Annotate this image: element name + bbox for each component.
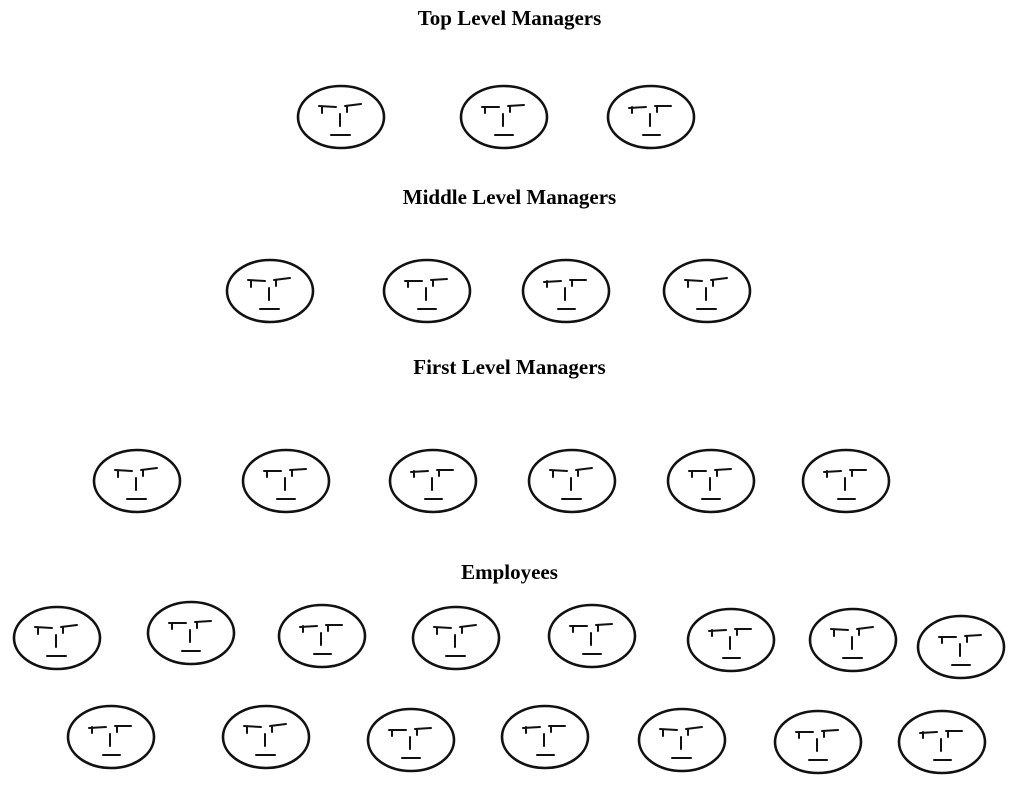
face-icon [686, 607, 776, 673]
title-middle-level-managers: Middle Level Managers [402, 185, 617, 209]
face-icon [606, 84, 696, 150]
face-icon [296, 84, 386, 150]
face-icon [500, 704, 590, 770]
face-icon [637, 707, 727, 773]
face-icon [897, 709, 987, 775]
face-icon [382, 258, 472, 324]
face-icon [773, 709, 863, 775]
face-icon [801, 448, 891, 514]
face-icon [66, 704, 156, 770]
face-icon [662, 258, 752, 324]
face-icon [225, 258, 315, 324]
face-icon [12, 605, 102, 671]
face-icon [916, 614, 1006, 680]
title-first-level-managers: First Level Managers [413, 355, 606, 379]
face-icon [92, 448, 182, 514]
face-icon [527, 448, 617, 514]
face-icon [808, 607, 898, 673]
face-icon [521, 258, 611, 324]
face-icon [666, 448, 756, 514]
face-icon [388, 448, 478, 514]
face-icon [146, 600, 236, 666]
face-icon [277, 603, 367, 669]
face-icon [547, 603, 637, 669]
face-icon [221, 704, 311, 770]
face-icon [411, 605, 501, 671]
face-icon [241, 448, 331, 514]
face-icon [459, 84, 549, 150]
face-icon [366, 707, 456, 773]
title-employees: Employees [461, 560, 558, 584]
title-top-level-managers: Top Level Managers [417, 6, 602, 30]
